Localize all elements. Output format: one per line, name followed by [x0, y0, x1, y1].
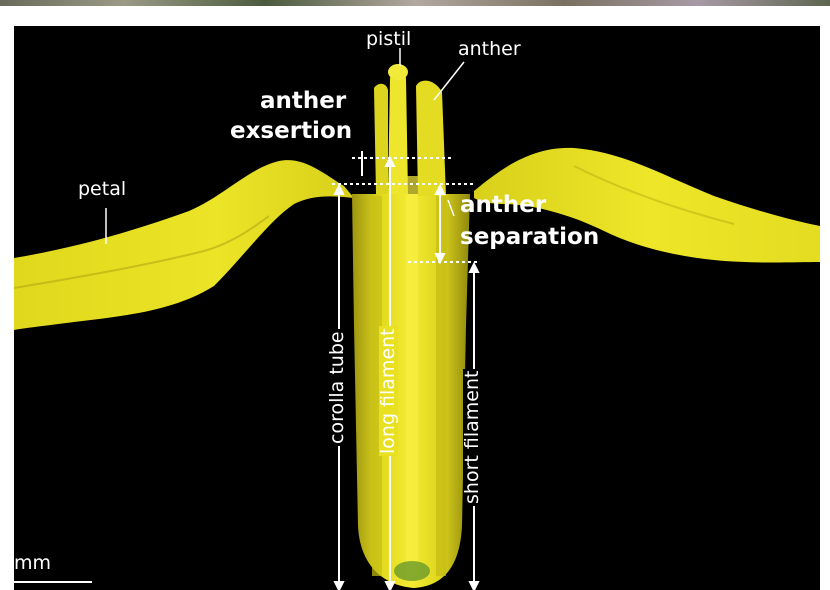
anther-separation-label-line2: separation: [460, 226, 599, 249]
anther-exsertion-label-line1: anther: [260, 90, 346, 113]
top-photo-strip: [0, 0, 830, 6]
anther-shape: [416, 81, 446, 196]
flower-illustration: [14, 26, 820, 590]
scale-label: mm: [14, 554, 51, 573]
long-filament-label: long filament: [379, 326, 398, 456]
short-filament-label: short filament: [463, 369, 482, 506]
anther-separation-label-line1: anther: [460, 194, 546, 217]
left-petal: [14, 160, 354, 330]
anther-exsertion-label-line2: exsertion: [230, 120, 352, 143]
flower-photo-panel: pistil anther anther exsertion petal ant…: [14, 26, 820, 590]
petal-label: petal: [78, 180, 126, 199]
pistil-label: pistil: [366, 30, 411, 49]
anther-label: anther: [458, 40, 521, 59]
corolla-tube-label: corolla tube: [328, 329, 347, 446]
